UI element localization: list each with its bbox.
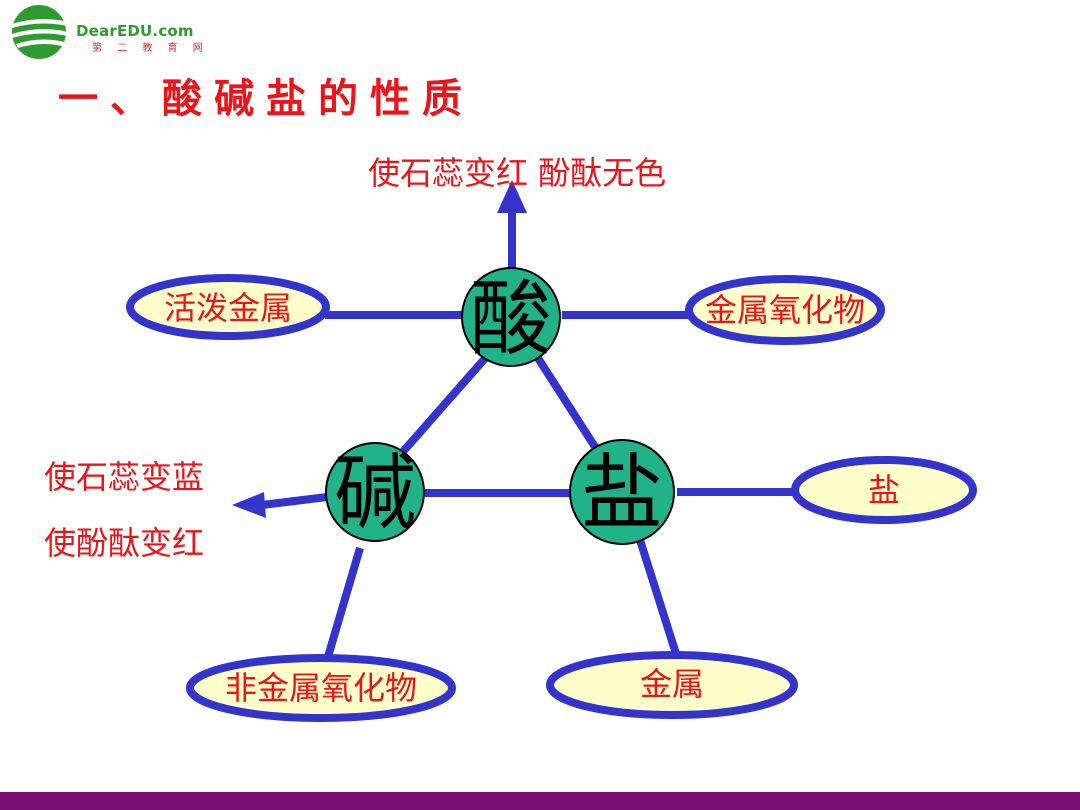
node-salt-label: 盐	[580, 446, 663, 541]
connector-base-nonmetal-oxide	[323, 546, 364, 662]
logo-text: DearEDU.com	[76, 22, 194, 40]
page-title: 一、酸碱盐的性质	[58, 75, 474, 122]
connector-salt-metal	[636, 538, 682, 662]
base-indicator-label-1: 使石蕊变蓝	[44, 458, 205, 496]
metal-reactant-label: 金属	[639, 665, 704, 703]
node-acid-label: 酸	[469, 272, 552, 367]
base-indicator-label-2: 使酚酞变红	[44, 524, 205, 562]
logo-subtext: 第 二 教 育 网	[92, 43, 209, 54]
node-base-circle	[325, 442, 425, 542]
ellipse-active-metal	[126, 274, 330, 340]
ellipse-metal-oxide	[685, 275, 885, 345]
acid-indicator-label: 使石蕊变红 酚酞无色	[368, 154, 667, 192]
arrow-up-icon	[497, 180, 527, 213]
node-base-label: 碱	[333, 446, 416, 541]
logo-emblem-icon	[12, 5, 76, 59]
ellipse-metal	[546, 651, 798, 719]
ellipse-nonmetal-oxide	[186, 654, 456, 722]
nonmetal-oxide-label: 非金属氧化物	[224, 669, 417, 707]
arrow-left-icon	[232, 492, 266, 518]
connector-base-left	[261, 493, 328, 509]
node-acid-circle	[461, 267, 561, 367]
logo: DearEDU.com 第 二 教 育 网	[4, 2, 214, 64]
active-metal-label: 活泼金属	[163, 289, 292, 327]
metal-oxide-label: 金属氧化物	[704, 291, 865, 329]
ellipse-salt	[791, 456, 977, 524]
connector-acid-base	[396, 352, 492, 458]
bottom-bar	[0, 792, 1080, 810]
connector-acid-salt	[532, 352, 601, 453]
node-salt-circle	[569, 439, 675, 545]
salt-reactant-label: 盐	[867, 471, 900, 509]
